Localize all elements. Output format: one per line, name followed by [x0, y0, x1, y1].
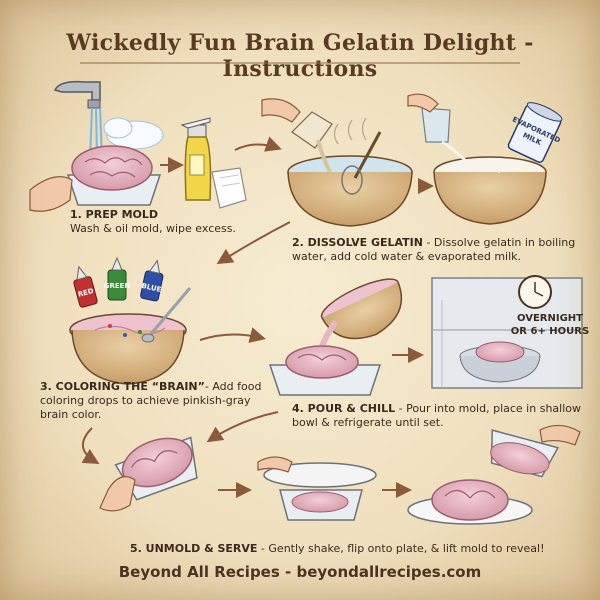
- step1-spray-bottle: [180, 117, 212, 201]
- arrow-step2-to-step3: [216, 221, 291, 265]
- step4-body: - Pour into mold, place in shallow bowl …: [292, 402, 581, 429]
- step1-body: Wash & oil mold, wipe excess.: [70, 222, 236, 235]
- step3-heading: 3. COLORING THE “BRAIN”: [40, 380, 205, 393]
- step5-served-brain: [407, 424, 581, 525]
- flow-arrows: [81, 136, 434, 498]
- step3-coloring-bowl: [69, 287, 192, 385]
- step1-faucet: [53, 80, 164, 161]
- step5-body: - Gently shake, flip onto plate, & lift …: [257, 542, 545, 555]
- step3-bottle-blue: BLUE: [140, 259, 164, 302]
- step2-heading: 2. DISSOLVE GELATIN: [292, 236, 423, 249]
- step1-instructions: 1. PREP MOLD Wash & oil mold, wipe exces…: [70, 208, 270, 236]
- footer-credit: Beyond All Recipes - beyondallrecipes.co…: [118, 563, 482, 581]
- step4-pour: [268, 278, 403, 396]
- overnight-note: OVERNIGHT OR 6+ HOURS: [510, 312, 590, 338]
- arrow-step3-loop: [81, 427, 100, 465]
- step4-instructions: 4. POUR & CHILL - Pour into mold, place …: [292, 402, 582, 430]
- step5-heading: 5. UNMOLD & SERVE: [130, 542, 258, 555]
- bottle-label-red: RED: [77, 287, 95, 299]
- step5-flip-plate: [257, 456, 377, 521]
- step5-shake-mold: [99, 436, 198, 512]
- arrow-step4-to-step5: [206, 411, 279, 443]
- step4-fridge: [431, 277, 583, 389]
- step5-instructions: 5. UNMOLD & SERVE - Gently shake, flip o…: [130, 542, 550, 556]
- title-underline: [80, 62, 520, 64]
- overnight-line2: OR 6+ HOURS: [510, 326, 590, 337]
- step3-instructions: 3. COLORING THE “BRAIN”- Add food colori…: [40, 380, 270, 422]
- step2-instructions: 2. DISSOLVE GELATIN - Dissolve gelatin i…: [292, 236, 582, 264]
- overnight-line1: OVERNIGHT: [517, 313, 583, 324]
- step1-heading: 1. PREP MOLD: [70, 208, 159, 221]
- page-title: Wickedly Fun Brain Gelatin Delight - Ins…: [66, 30, 534, 82]
- step2-gelatin-bowl: [261, 98, 413, 227]
- step2-body: - Dissolve gelatin in boiling water, add…: [292, 236, 576, 263]
- step3-bottle-green: GREEN: [104, 256, 131, 301]
- step2-milk-bowl: EVAPORATED MILK: [407, 93, 563, 225]
- bottle-label-green: GREEN: [104, 282, 131, 290]
- arrow-spray-to-step2: [234, 136, 282, 152]
- step1-towel: [211, 167, 247, 209]
- step4-heading: 4. POUR & CHILL: [292, 402, 396, 415]
- clock-icon: [518, 275, 552, 309]
- step3-bottle-red: RED: [73, 265, 98, 308]
- step3-body: - Add food coloring drops to achieve pin…: [40, 380, 262, 421]
- step1-brain-mold: [29, 145, 162, 212]
- arrow-step3-to-step4: [199, 327, 266, 343]
